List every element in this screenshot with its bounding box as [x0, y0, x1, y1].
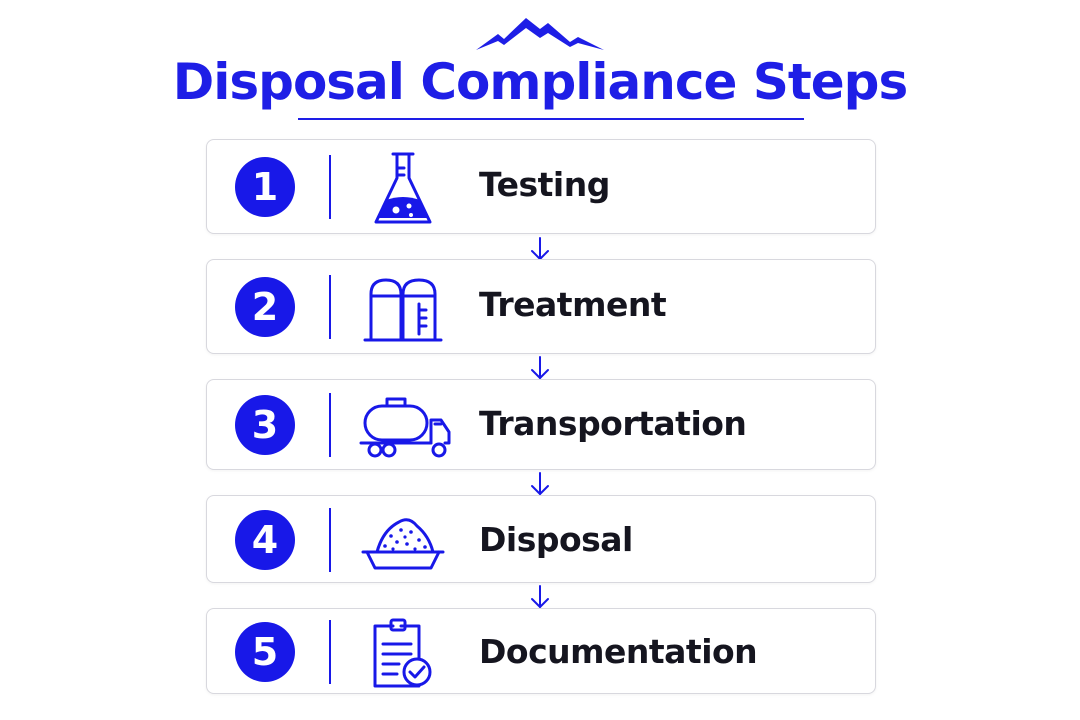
arrow-down-icon — [531, 356, 549, 379]
step-number-badge: 5 — [235, 622, 295, 682]
mountain-logo-icon — [476, 18, 604, 50]
step-label: Testing — [479, 165, 610, 204]
waste-pile-icon — [361, 518, 445, 570]
step-number-badge: 1 — [235, 157, 295, 217]
step-number-badge: 4 — [235, 510, 295, 570]
step-divider — [329, 620, 331, 684]
step-card-testing: 1 Testing — [206, 139, 876, 234]
step-number-badge: 3 — [235, 395, 295, 455]
step-label: Transportation — [479, 404, 747, 443]
arrow-down-icon — [531, 472, 549, 495]
treatment-tanks-icon — [363, 278, 443, 342]
step-divider — [329, 508, 331, 572]
step-label: Documentation — [479, 632, 758, 671]
tanker-truck-icon — [359, 397, 451, 458]
title-underline — [298, 118, 804, 120]
step-card-documentation: 5 Documentation — [206, 608, 876, 694]
arrow-down-icon — [531, 585, 549, 608]
step-label: Treatment — [479, 285, 667, 324]
step-divider — [329, 155, 331, 219]
step-label: Disposal — [479, 520, 633, 559]
page-title: Disposal Compliance Steps — [172, 53, 908, 111]
clipboard-check-icon — [373, 618, 432, 688]
step-number-badge: 2 — [235, 277, 295, 337]
step-card-transportation: 3 Transportation — [206, 379, 876, 470]
step-divider — [329, 393, 331, 457]
step-divider — [329, 275, 331, 339]
step-card-treatment: 2 Treatment — [206, 259, 876, 354]
step-card-disposal: 4 Disposal — [206, 495, 876, 583]
flask-icon — [374, 152, 432, 224]
